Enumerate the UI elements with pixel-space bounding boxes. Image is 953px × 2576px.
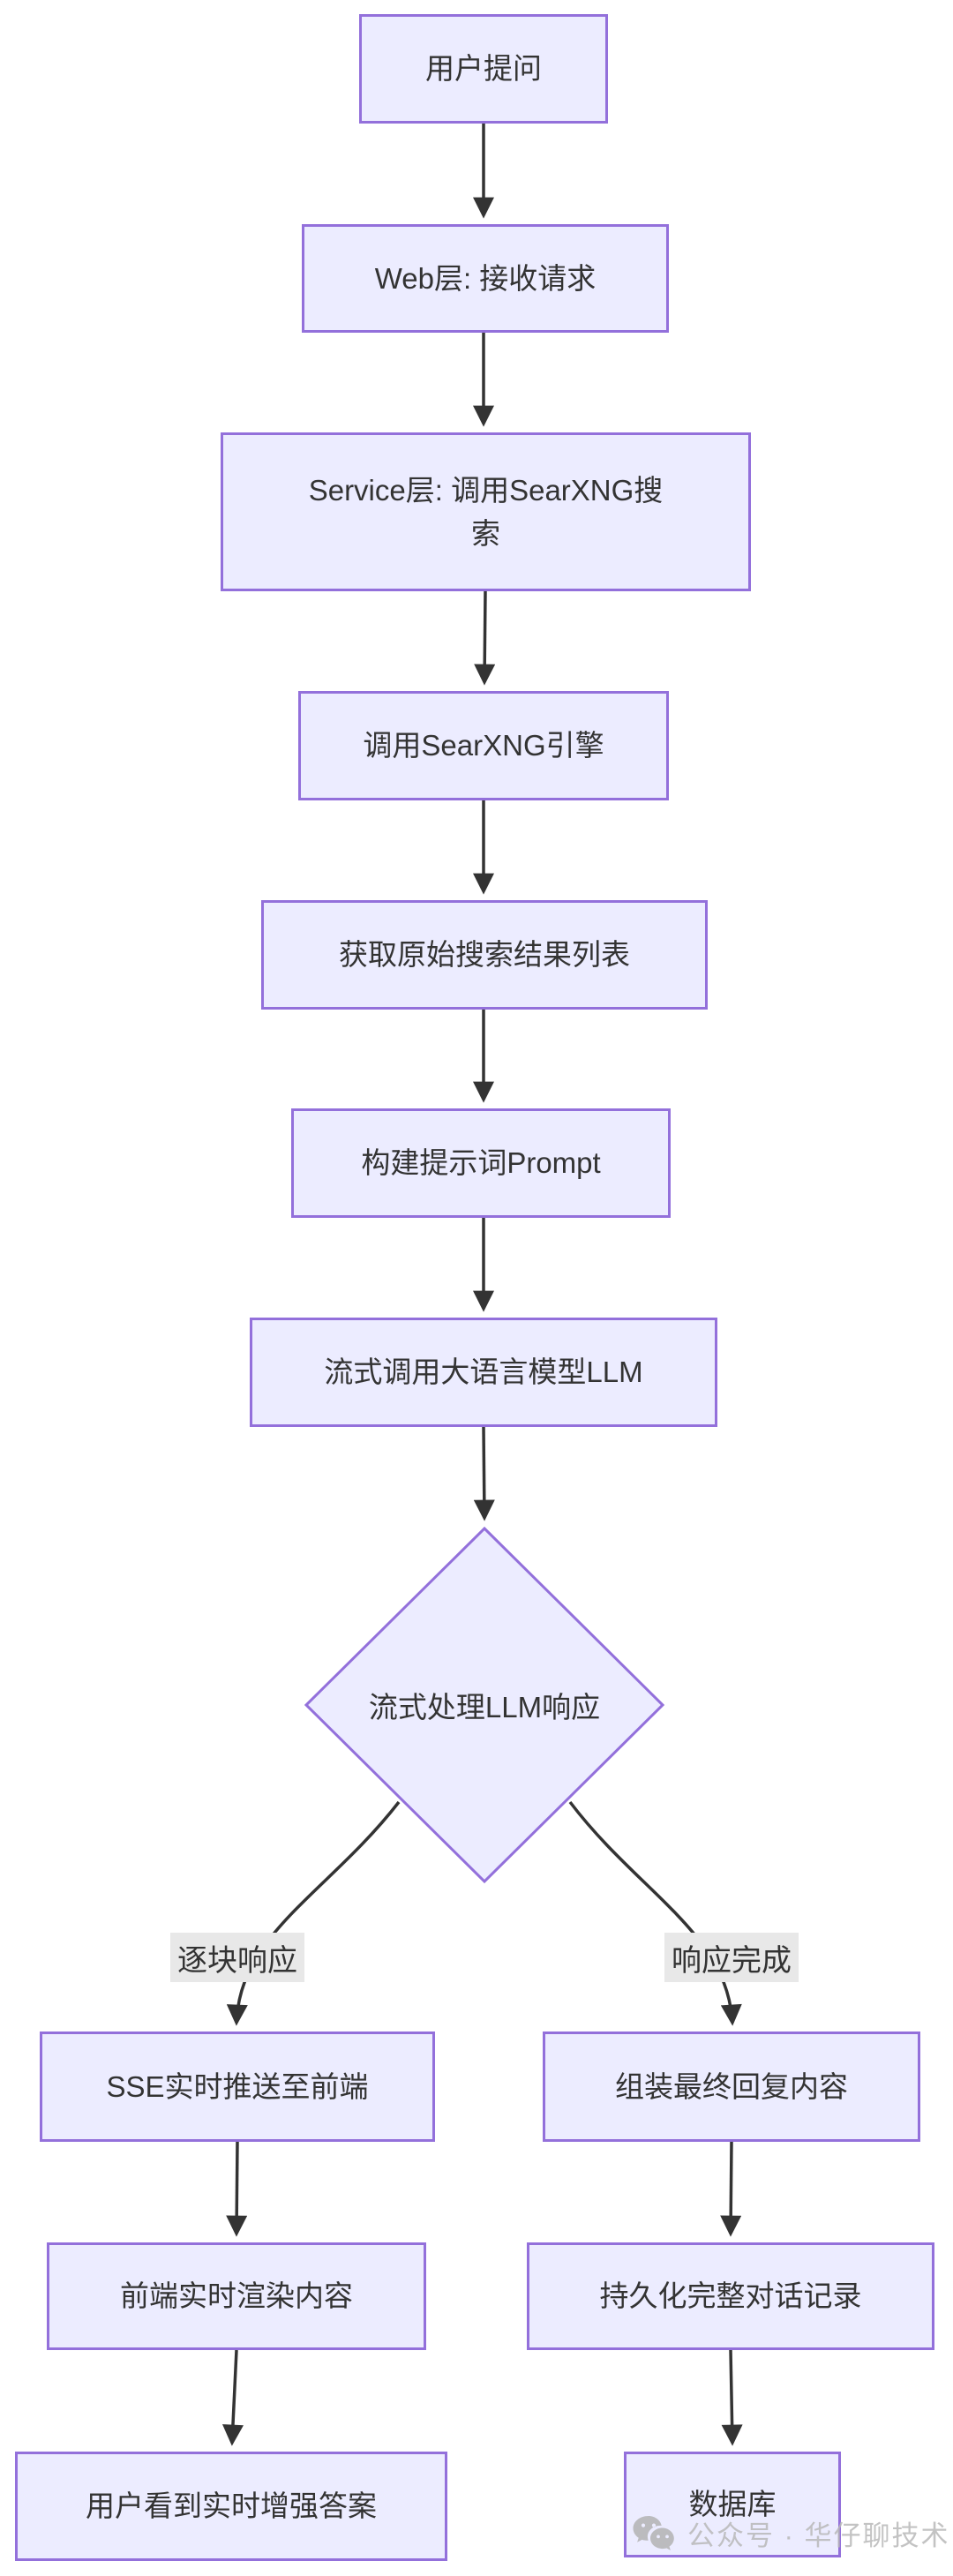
node-frontend-render: 前端实时渲染内容 [47, 2242, 426, 2350]
edge-label-response-complete: 响应完成 [664, 1933, 799, 1982]
edge-j-k [221, 2349, 244, 2446]
edge-h-l [568, 1800, 742, 2026]
node-stream-call-llm: 流式调用大语言模型LLM [250, 1318, 717, 1427]
node-get-raw-results: 获取原始搜索结果列表 [261, 900, 708, 1010]
decision-stream-process-llm: 流式处理LLM响应 [368, 1691, 601, 1724]
watermark: 公众号 · 华仔聊技术 [631, 2513, 950, 2553]
node-build-prompt: 构建提示词Prompt [291, 1108, 671, 1218]
edge-c-d [474, 590, 496, 686]
diamond-shape [304, 1526, 665, 1884]
node-persist-conversation: 持久化完整对话记录 [527, 2242, 934, 2350]
node-user-sees-answer: 用户看到实时增强答案 [15, 2452, 447, 2561]
edge-m-n [721, 2349, 743, 2446]
node-sse-push-frontend: SSE实时推送至前端 [40, 2032, 435, 2142]
node-web-layer-receive: Web层: 接收请求 [302, 224, 669, 333]
node-service-layer-searxng: Service层: 调用SearXNG搜索 [221, 432, 751, 591]
wechat-icon [633, 2515, 674, 2550]
watermark-text: 公众号 · 华仔聊技术 [687, 2520, 950, 2551]
node-user-question: 用户提问 [359, 14, 608, 124]
edge-label-chunk-response: 逐块响应 [170, 1933, 304, 1982]
node-call-searxng-engine: 调用SearXNG引擎 [298, 691, 669, 800]
edge-l-m [720, 2141, 742, 2237]
edge-i-j [226, 2141, 248, 2237]
edge-h-i [226, 1800, 401, 2026]
node-assemble-final-reply: 组装最终回复内容 [543, 2032, 920, 2142]
